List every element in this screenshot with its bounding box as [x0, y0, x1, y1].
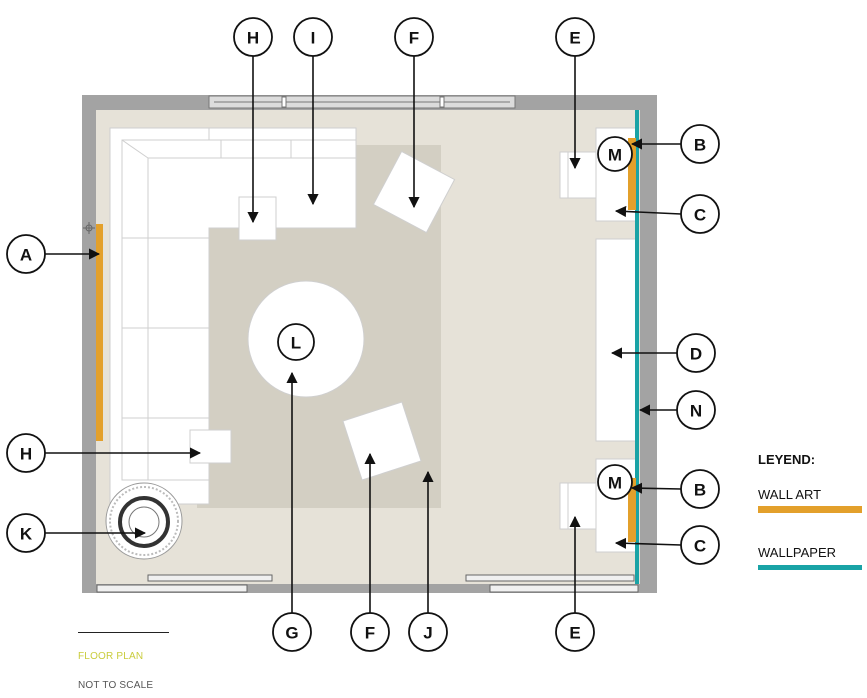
end-table-top: [559, 151, 597, 199]
floor-vent-right: [465, 574, 639, 593]
label-e-bottom: E: [569, 624, 580, 643]
label-l: L: [291, 334, 301, 353]
wall-art-left: [96, 224, 103, 441]
footer-title: FLOOR PLAN: [78, 651, 144, 662]
label-m-bottom: M: [608, 474, 622, 493]
label-f-bottom: F: [365, 624, 375, 643]
end-table-bottom: [559, 482, 597, 530]
label-e-top: E: [569, 29, 580, 48]
side-table-left: [189, 429, 232, 464]
label-h-left: H: [20, 445, 32, 464]
legend-title: LEYEND:: [758, 452, 816, 467]
label-h-top: H: [247, 29, 259, 48]
sofa-right: [595, 238, 637, 442]
label-i: I: [311, 29, 316, 48]
legend-wallpaper-swatch: [758, 565, 862, 570]
wall-art-right-bottom: [628, 478, 636, 542]
round-pouf: [105, 482, 183, 560]
legend-wallpaper-label: WALLPAPER: [758, 545, 837, 560]
label-k: K: [20, 525, 33, 544]
footer-subtitle: NOT TO SCALE: [78, 680, 154, 691]
label-g: G: [285, 624, 298, 643]
label-j: J: [423, 624, 432, 643]
side-table-top: [238, 196, 277, 241]
legend-wall-art-label: WALL ART: [758, 487, 822, 502]
label-c-top: C: [694, 206, 706, 225]
label-f-top: F: [409, 29, 419, 48]
wallpaper-strip: [635, 110, 639, 584]
label-circles: [6, 17, 720, 652]
label-d: D: [690, 345, 702, 364]
window-top: [208, 95, 516, 109]
sectional-sofa: [109, 127, 357, 505]
wall-art-right-top: [628, 138, 636, 210]
label-b-top: B: [694, 136, 706, 155]
label-a: A: [20, 246, 32, 265]
label-n: N: [690, 402, 702, 421]
label-b-bottom: B: [694, 481, 706, 500]
footer-divider: [78, 632, 169, 633]
accent-table-bottom: [342, 401, 422, 481]
leader-lines: [45, 56, 682, 613]
legend-wall-art-swatch: [758, 506, 862, 513]
floor-vent-left: [96, 574, 273, 593]
label-m-top: M: [608, 146, 622, 165]
crosshair-icon: [83, 222, 95, 234]
label-c-bottom: C: [694, 537, 706, 556]
